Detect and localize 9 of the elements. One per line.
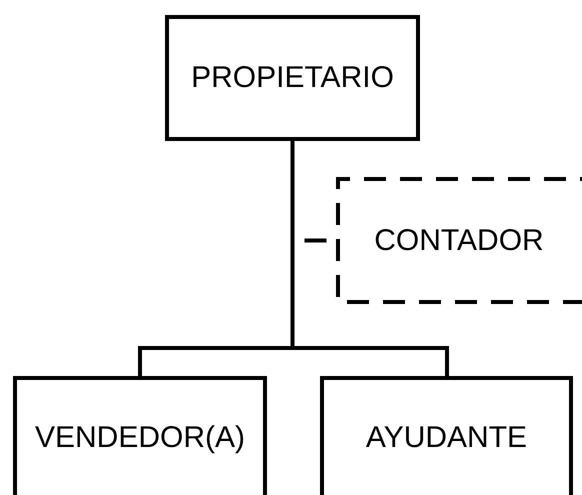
org-box [336,177,582,304]
role-label: AYUDANTE [366,420,528,454]
org-box [320,376,573,495]
role-label: VENDEDOR(A) [34,420,245,454]
connector-line [290,141,449,376]
org-box [13,376,267,495]
org-box [165,15,420,141]
role-label: PROPIETARIO [191,61,394,95]
role-label: CONTADOR [374,224,544,258]
